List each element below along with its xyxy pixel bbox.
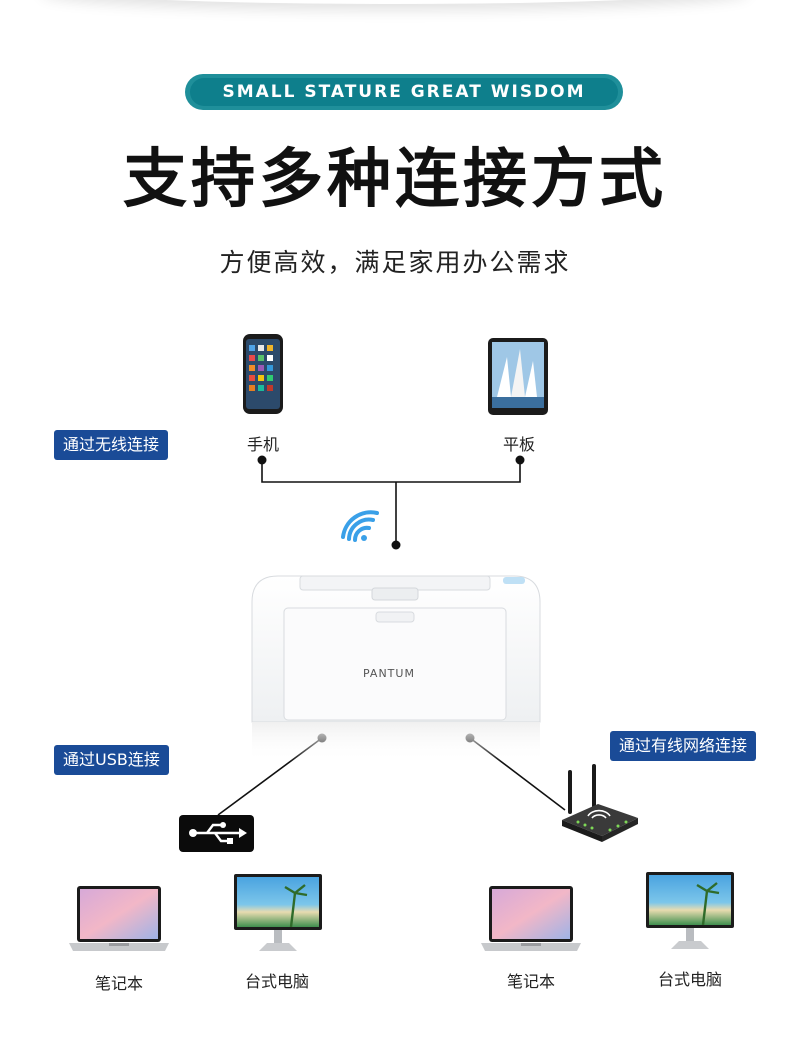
phone-label: 手机 — [246, 435, 279, 454]
wireless-tag: 通过无线连接 — [54, 430, 169, 460]
page-title: 支持多种连接方式 — [123, 143, 667, 217]
top-shadow — [40, 0, 750, 4]
monitor-icon — [646, 872, 734, 949]
wired-laptop-label: 笔记本 — [506, 972, 555, 991]
usb-laptop-label: 笔记本 — [94, 974, 143, 993]
printer-icon — [251, 575, 541, 762]
phone-icon — [243, 334, 283, 414]
usb-desktop-label: 台式电脑 — [244, 972, 309, 991]
printer-brand: PANTUM — [363, 667, 415, 680]
router-icon — [562, 764, 638, 842]
monitor-icon — [234, 874, 322, 951]
page-subtitle: 方便高效，满足家用办公需求 — [219, 248, 571, 277]
laptop-icon — [481, 886, 581, 951]
wired-desktop-label: 台式电脑 — [657, 970, 722, 989]
tablet-icon — [488, 338, 548, 415]
slogan-text: SMALL STATURE GREAT WISDOM — [222, 82, 586, 102]
slogan-pill: SMALL STATURE GREAT WISDOM — [185, 74, 623, 110]
usb-icon — [179, 815, 254, 852]
wired-tag: 通过有线网络连接 — [610, 731, 757, 761]
usb-tag: 通过USB连接 — [54, 745, 169, 775]
wifi-icon — [341, 510, 379, 542]
laptop-icon — [69, 886, 169, 951]
tablet-label: 平板 — [502, 435, 535, 454]
